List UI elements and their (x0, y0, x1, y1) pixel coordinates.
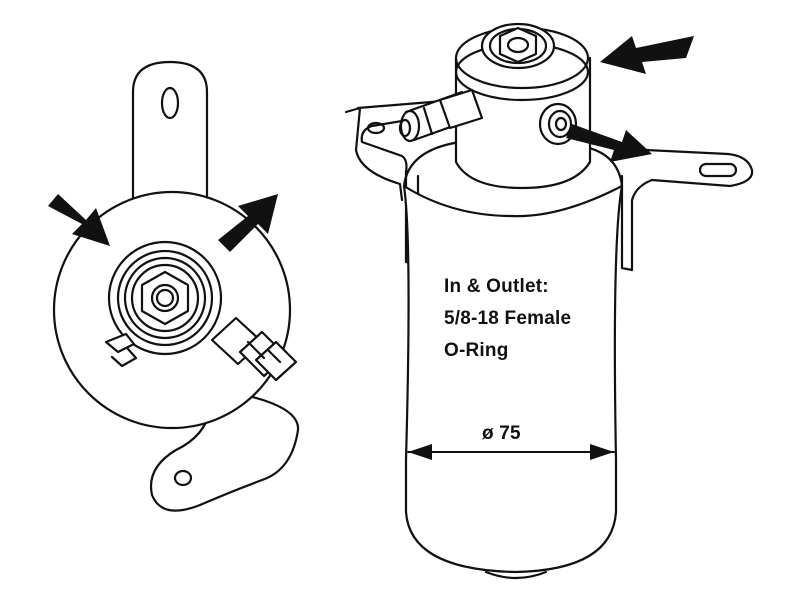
mounting-strap-left-tab (344, 106, 404, 202)
outlet-arrow-side-view (566, 124, 652, 162)
hex-nut-bore-inner (155, 288, 175, 308)
cylinder-bottom-edge (484, 570, 548, 580)
lower-bracket-hole (173, 469, 193, 487)
dimension-arrow-right (590, 444, 614, 460)
top-plug-hex (498, 26, 538, 64)
fitting-ring-4 (130, 263, 200, 333)
fitting-ring-2 (116, 249, 214, 347)
head-side-port-inner (547, 109, 573, 139)
side-pin-left (104, 332, 138, 368)
cylinder-body (402, 184, 624, 574)
top-view (48, 60, 300, 512)
hex-nut-bore (150, 283, 180, 313)
strap-right-slot (698, 162, 738, 178)
inlet-tube-fitting (398, 88, 484, 143)
mounting-strap (356, 98, 754, 272)
fitting-ring-3 (123, 256, 207, 340)
hex-nut (140, 270, 190, 326)
seal-type-label: O-Ring (444, 340, 509, 361)
lower-bracket (149, 390, 300, 512)
diameter-label: ø 75 (482, 423, 521, 444)
inlet-outlet-label: In & Outlet: (444, 276, 549, 297)
thread-spec-label: 5/8-18 Female (444, 308, 572, 329)
inlet-arrow-top-view (48, 194, 110, 246)
top-bracket-tab (131, 60, 209, 202)
head-block (454, 56, 592, 190)
strap-left-hole (366, 121, 386, 135)
inlet-arrow-side-view (600, 36, 694, 74)
dimension-arrow-left (408, 444, 432, 460)
side-view (344, 22, 754, 580)
top-bracket-slot (160, 86, 180, 120)
side-port-fitting (210, 316, 298, 382)
outlet-arrow-top-view (218, 194, 278, 252)
head-side-port-bore (554, 116, 568, 132)
top-plug-socket (506, 36, 530, 54)
